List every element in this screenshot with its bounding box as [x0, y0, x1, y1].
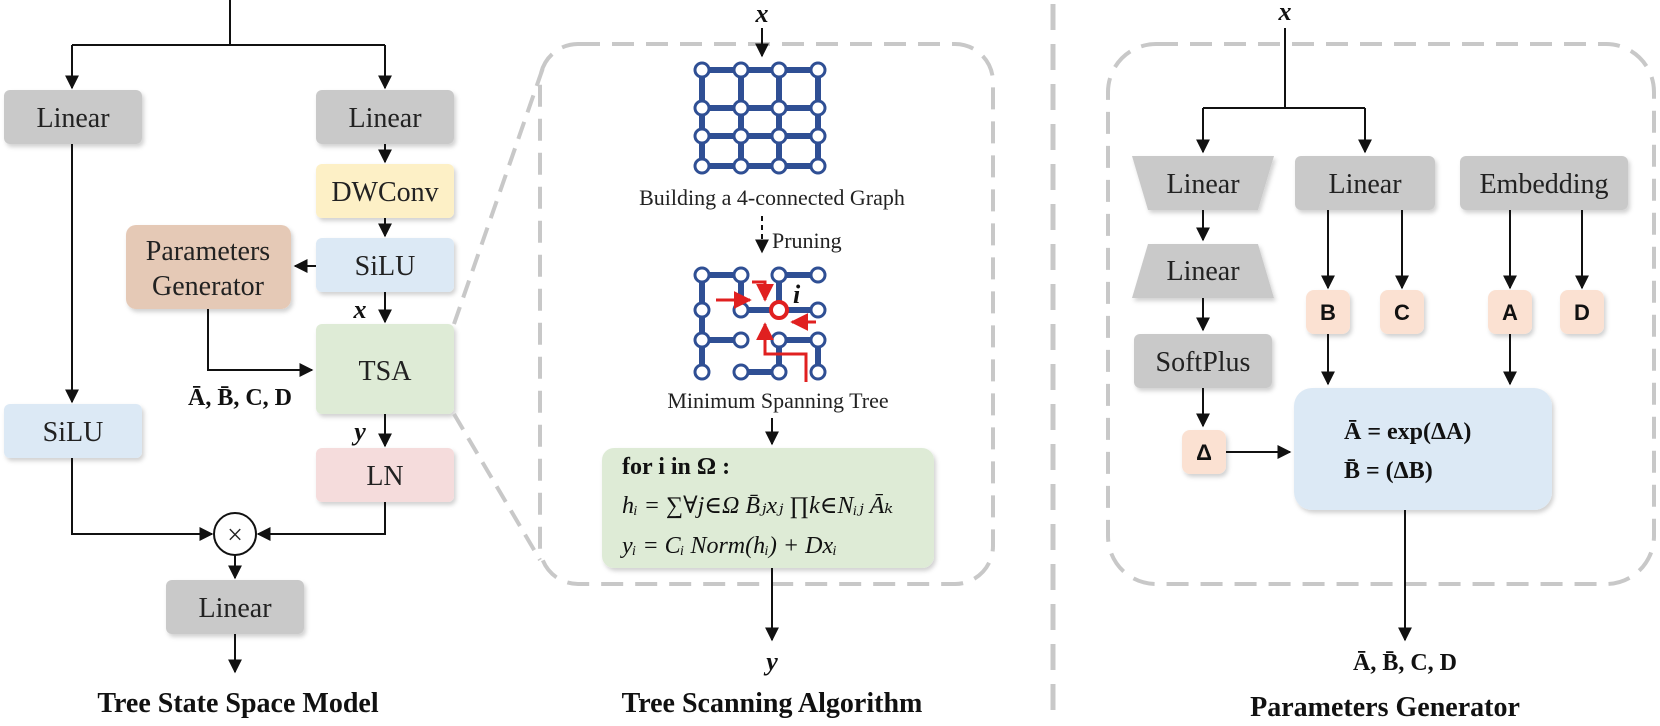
arrow-params-to-tsa [207, 309, 314, 377]
formula-line3: yᵢ = Cᵢ Norm(hᵢ) + Dxᵢ [620, 533, 837, 559]
zoom-line-bottom [452, 412, 542, 562]
linear-left-label: Linear [36, 103, 110, 134]
multiply-icon: × [227, 520, 243, 551]
tree-state-space-model: Linear Linear DWConv SiLU Parameters Gen… [4, 0, 454, 719]
linear-right-block: Linear [316, 90, 454, 144]
arrow-ln-to-multiply [256, 502, 386, 541]
linear-trap-top-block: Linear [1132, 156, 1274, 210]
var-x-label: x [353, 295, 367, 324]
params-generator-block: Parameters Generator [126, 225, 291, 309]
linear-left-block: Linear [4, 90, 142, 144]
graph-label: Building a 4-connected Graph [639, 185, 905, 210]
pg-dashed-frame [1106, 42, 1656, 586]
tree-scanning-algorithm: x Building a 4-connected Graph Pr [538, 0, 995, 719]
silu-right-block: SiLU [316, 238, 454, 292]
pg-output-label: Ā, B̄, C, D [1353, 650, 1457, 676]
equation-line1: Ā = exp(ΔA) [1344, 419, 1471, 445]
linear-trap-bottom-block: Linear [1132, 244, 1274, 298]
badge-d-label: D [1574, 300, 1590, 325]
softplus-block: SoftPlus [1134, 334, 1272, 388]
silu-left-block: SiLU [4, 404, 142, 458]
softplus-label: SoftPlus [1156, 347, 1251, 378]
linear-right-label: Linear [348, 103, 422, 134]
tsa-block: TSA [316, 324, 454, 414]
badge-c: C [1380, 290, 1424, 334]
var-y-label: y [351, 417, 366, 446]
badge-d: D [1560, 290, 1604, 334]
linear-trap-bottom-label: Linear [1166, 256, 1240, 287]
parameters-generator-panel: x Linear Linear SoftPlus Δ [1106, 0, 1656, 723]
badge-b: B [1306, 290, 1350, 334]
params-label: Ā, B̄, C, D [188, 385, 292, 411]
linear-out-label: Linear [198, 593, 272, 624]
formula-line1: for i in Ω : [622, 454, 730, 480]
ln-block: LN [316, 448, 454, 502]
tsa-caption: Tree Scanning Algorithm [622, 688, 923, 719]
badge-b-label: B [1320, 300, 1336, 325]
params-generator-line1: Parameters [146, 236, 270, 267]
pruning-label: Pruning [772, 228, 842, 253]
multiply-node: × [213, 512, 257, 556]
node-i [769, 300, 789, 320]
silu-right-label: SiLU [355, 251, 416, 282]
embedding-label: Embedding [1479, 169, 1608, 200]
formula-block: for i in Ω : hᵢ = ∑∀j∈Ω B̄ⱼxⱼ ∏k∈Nᵢⱼ Āₖ … [602, 448, 934, 568]
linear-trap-top-label: Linear [1166, 169, 1240, 200]
linear-mid-block: Linear [1295, 156, 1435, 210]
badge-a: A [1488, 290, 1532, 334]
dwconv-block: DWConv [316, 164, 454, 218]
tsa-input-var: x [755, 0, 769, 28]
spanning-tree-graph [693, 266, 827, 381]
tsa-output-var: y [763, 647, 778, 676]
mst-label: Minimum Spanning Tree [667, 388, 888, 413]
silu-left-label: SiLU [43, 417, 104, 448]
badge-c-label: C [1394, 300, 1410, 325]
pg-input-var: x [1278, 0, 1292, 26]
four-connected-graph [693, 61, 827, 175]
pg-caption: Parameters Generator [1250, 692, 1520, 723]
dwconv-label: DWConv [331, 177, 438, 208]
equation-block: Ā = exp(ΔA) B̄ = (ΔB) [1294, 388, 1552, 510]
ln-label: LN [366, 461, 403, 492]
arrow-silu-to-multiply [71, 458, 214, 541]
embedding-block: Embedding [1460, 156, 1628, 210]
delta-label: Δ [1196, 440, 1212, 465]
tsa-label: TSA [359, 356, 413, 387]
delta-badge: Δ [1182, 430, 1226, 474]
params-generator-line2: Generator [152, 271, 265, 302]
propagation-paths [716, 280, 816, 382]
node-i-label: i [793, 280, 801, 309]
equation-line2: B̄ = (ΔB) [1344, 458, 1433, 484]
formula-line2: hᵢ = ∑∀j∈Ω B̄ⱼxⱼ ∏k∈Nᵢⱼ Āₖ [622, 493, 893, 519]
badge-a-label: A [1502, 300, 1518, 325]
zoom-line-top [452, 61, 547, 325]
linear-mid-label: Linear [1328, 169, 1402, 200]
linear-out-block: Linear [166, 580, 304, 634]
tssm-caption: Tree State Space Model [97, 688, 378, 719]
